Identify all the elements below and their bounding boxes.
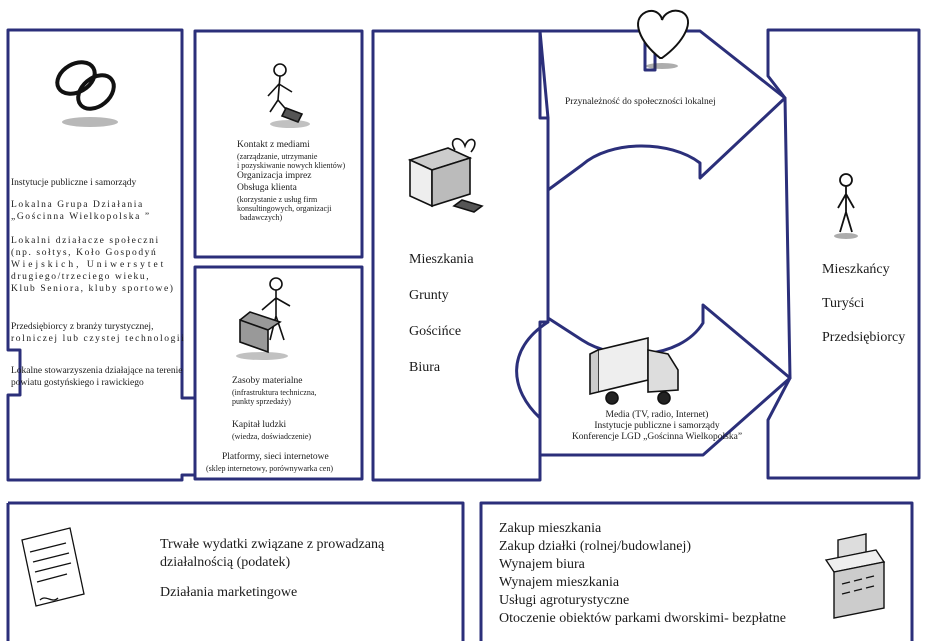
partner-activists-line2: (np. sołtys, Koło Gospodyń [11,248,158,258]
activity-service-sub1: (korzystanie z usług firm [237,195,318,204]
revenue-agrotourism: Usługi agroturystyczne [499,593,630,608]
segment-residents: Mieszkańcy [822,262,890,277]
segment-tourists: Turyści [822,296,865,311]
channel-media: Media (TV, radio, Internet) [605,410,709,420]
partner-lgd-name: „Gościnna Wielkopolska ” [11,212,151,222]
revenue-manor-parks: Otoczenie obiektów parkami dworskimi- be… [499,611,786,626]
resource-material-sub1: (infrastruktura techniczna, [232,388,317,397]
cash-register-icon [824,533,886,619]
key-resources-frame [193,265,364,481]
resource-human-sub: (wiedza, doświadczenie) [232,432,312,441]
relationship-community: Przynależność do społeczności lokalnej [565,97,716,107]
customer-segments-frame [766,28,921,480]
value-land: Grunty [409,288,449,303]
revenue-apartment-purchase: Zakup mieszkania [499,521,602,536]
partner-associations: Lokalne stowarzyszenia działające na ter… [11,366,183,376]
worker-icon [267,63,310,128]
activity-customer-service: Obsługa klienta [237,183,297,193]
delivery-truck-icon [589,336,679,405]
activity-events: Organizacja imprez [237,171,312,181]
channel-institutions: Instytucje publiczne i samorządy [594,421,720,431]
activity-media-contact: Kontakt z mediami [237,140,310,150]
key-activities-frame [193,29,364,259]
partner-activists-line5: Klub Seniora, kluby sportowe) [11,284,175,294]
invoice-icon [21,527,85,607]
machine-operator-icon [236,277,291,360]
activity-media-sub1: (zarządzanie, utrzymanie [237,152,318,161]
resource-platforms: Platformy, sieci internetowe [222,452,329,462]
partner-activists-line4: drugiego/trzeciego wieku, [11,272,151,282]
revenue-office-rent: Wynajem biura [499,557,585,572]
value-apartments: Mieszkania [409,252,474,267]
partner-activists-line3: Wiejskich, Uniwersytet [11,260,167,270]
value-inns: Gościńce [409,324,462,339]
partner-public-institutions: Instytucje publiczne i samorządy [11,178,137,188]
partner-activists: Lokalni działacze społeczni [11,236,160,246]
resource-material: Zasoby materialne [232,376,303,386]
revenue-plot-purchase: Zakup działki (rolnej/budowlanej) [499,539,692,554]
revenue-streams-frame [479,501,914,641]
channel-conferences: Konferencje LGD „Gościnna Wielkopolska” [571,432,743,442]
resource-human: Kapitał ludzki [232,420,287,430]
partner-lgd: Lokalna Grupa Działania [11,200,144,210]
interlocked-rings-icon [55,60,118,127]
partner-associations-line2: powiatu gostyńskiego i rawickiego [11,378,144,388]
segment-entrepreneurs: Przedsiębiorcy [822,330,906,345]
activity-service-sub3: badawczych) [240,213,283,222]
cost-fixed-expenses-line2: działalnością (podatek) [160,555,291,570]
cost-structure-frame [8,501,465,641]
cost-fixed-expenses: Trwałe wydatki związane z prowadzaną [160,537,385,552]
resource-material-sub2: punkty sprzedaży) [232,397,291,406]
partner-entrepreneurs-line2: rolniczej lub czystej technologii [11,334,186,344]
gift-box-icon [407,138,484,213]
heart-icon [637,9,689,69]
standing-person-icon [834,173,858,239]
activity-media-sub2: i pozyskiwanie nowych klientów) [237,161,346,170]
activity-service-sub2: konsultingowych, organizacji [237,204,332,213]
revenue-apartment-rent: Wynajem mieszkania [499,575,620,590]
resource-platforms-sub: (sklep internetowy, porównywarka cen) [206,464,333,473]
key-partners-frame [6,28,197,482]
cost-marketing: Działania marketingowe [160,585,298,600]
value-offices: Biura [409,360,441,375]
partner-entrepreneurs: Przedsiębiorcy z branży turystycznej, [11,322,154,332]
